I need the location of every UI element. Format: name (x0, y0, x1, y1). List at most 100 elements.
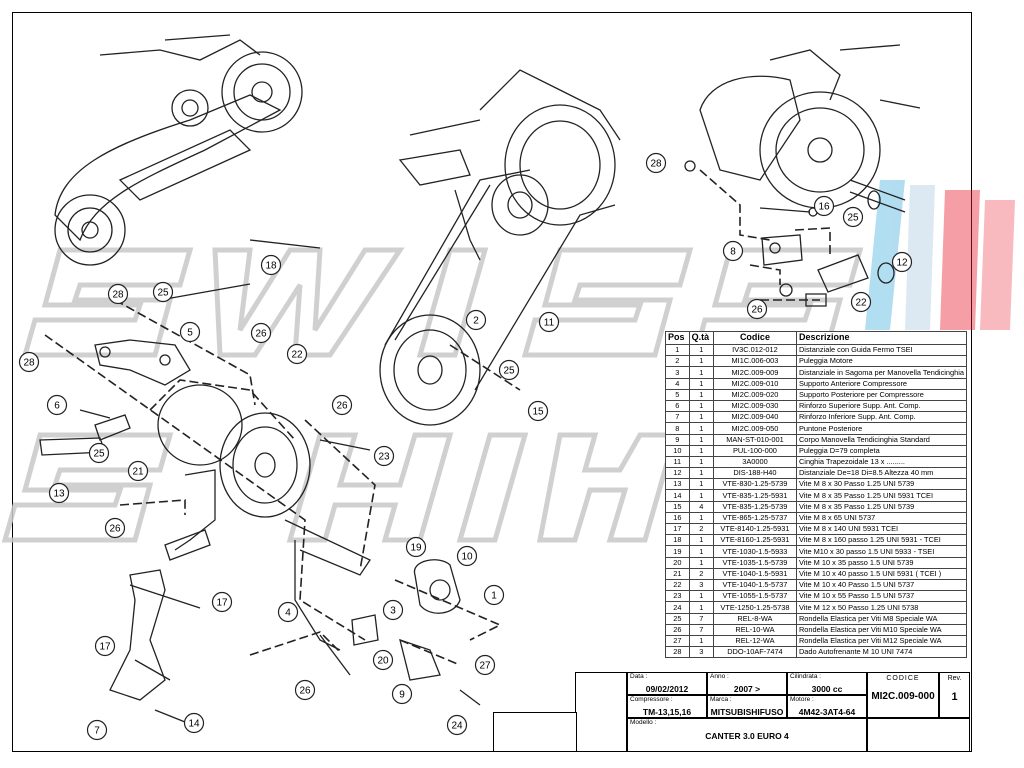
cell-code: MI2C.009-009 (712, 366, 797, 379)
cell-code: VTE-1030-1.5-5933 (712, 545, 797, 558)
callout-25: 25 (842, 206, 864, 228)
cell-code: VTE-1040-1.5-5931 (712, 567, 797, 580)
model-label: Modello : (630, 719, 657, 726)
cell-code: MI1C.006-003 (712, 355, 797, 368)
cell-desc: Vite M 8 x 140 UNI 5931 TCEI (795, 522, 968, 536)
callout-circle (48, 482, 70, 504)
cell-code: 3A0000 (712, 455, 797, 469)
callout-number: 19 (410, 543, 422, 554)
callout-circle (107, 283, 129, 305)
cell-desc: Distanziale in Sagoma per Manovella Tend… (795, 366, 968, 379)
callout-number: 18 (265, 261, 277, 272)
callout-circle (277, 601, 299, 623)
callout-26: 26 (104, 517, 126, 539)
callout-number: 6 (54, 401, 60, 412)
cell-desc: Vite M 8 x 65 UNI 5737 (795, 511, 968, 525)
cell-code: MI2C.009-010 (712, 377, 797, 390)
cell-desc: Vite M 8 x 160 passo 1.25 UNI 5931 - TCE… (795, 534, 968, 547)
callout-circle (294, 679, 316, 701)
callout-circle (391, 683, 413, 705)
callout-number: 20 (377, 656, 389, 667)
callout-number: 26 (336, 401, 348, 412)
cell-qty: 2 (688, 567, 714, 580)
cell-pos: 11 (665, 455, 690, 469)
cell-pos: 18 (665, 534, 690, 547)
compressor-cell: Compressore : TM-13,15,16 (627, 695, 707, 718)
callout-number: 25 (503, 366, 515, 377)
cell-code: DIS-188-H40 (712, 467, 797, 480)
date-cell: Data : 09/02/2012 (627, 672, 707, 695)
cell-qty: 1 (688, 556, 714, 569)
cell-qty: 1 (688, 366, 714, 379)
cell-code: MI2C.009-050 (712, 422, 797, 435)
cell-pos: 10 (665, 444, 690, 457)
model-value: CANTER 3.0 EURO 4 (705, 731, 789, 741)
cell-code: VTE-1035-1.5-5739 (712, 556, 797, 569)
callout-8: 8 (722, 240, 744, 262)
code-value: MI2C.009-000 (871, 691, 935, 702)
callout-number: 25 (157, 288, 169, 299)
callout-11: 11 (538, 311, 560, 333)
cell-qty: 1 (688, 478, 714, 491)
code-cell: CODICE MI2C.009-000 (867, 672, 939, 718)
brand-value: MITSUBISHIFUSO (710, 707, 784, 717)
compressor-label: Compressore : (630, 696, 673, 703)
callout-12: 12 (891, 251, 913, 273)
code-label: CODICE (886, 675, 920, 682)
assembly-view-top-right (684, 44, 921, 307)
callout-25: 25 (88, 442, 110, 464)
callout-circle (331, 394, 353, 416)
title-block: Data : 09/02/2012 Anno : 2007 > Cilindra… (493, 672, 970, 752)
cell-code: IV3C.012-012 (712, 343, 797, 357)
callout-number: 28 (650, 159, 662, 170)
date-label: Data : (630, 673, 648, 680)
callout-26: 26 (250, 322, 272, 344)
assembly-view-top-center (249, 69, 621, 426)
cell-qty: 3 (688, 578, 714, 592)
callout-15: 15 (527, 400, 549, 422)
cell-desc: Rondella Elastica per Viti M8 Speciale W… (795, 612, 968, 625)
header-pos: Pos (665, 331, 690, 345)
cell-code: REL-12-WA (712, 634, 797, 648)
cell-desc: Vite M 8 x 35 Passo 1.25 UNI 5739 (795, 500, 968, 513)
cell-qty: 7 (688, 612, 714, 625)
cell-desc: Vite M 10 x 35 passo 1.5 UNI 5739 (795, 556, 968, 569)
cell-pos: 7 (665, 411, 690, 424)
cell-pos: 22 (665, 578, 690, 592)
cell-desc: Puleggia Motore (795, 355, 968, 368)
callout-24: 24 (446, 714, 468, 736)
callout-number: 1 (491, 591, 497, 602)
callout-4: 4 (277, 601, 299, 623)
cell-pos: 6 (665, 399, 690, 413)
cell-desc: Vite M 10 x 40 Passo 1.5 UNI 5737 (795, 578, 968, 592)
cell-qty: 1 (688, 355, 714, 368)
assembly-view-top-left (54, 34, 303, 266)
callout-26: 26 (294, 679, 316, 701)
assembly-view-exploded (39, 283, 481, 723)
callout-26: 26 (331, 394, 353, 416)
cell-qty: 1 (688, 433, 714, 446)
cell-code: VTE-835-1.25-5739 (712, 500, 797, 513)
callout-number: 3 (390, 606, 396, 617)
callout-1: 1 (483, 584, 505, 606)
cell-qty: 1 (688, 590, 714, 603)
callout-6: 6 (46, 394, 68, 416)
callout-5: 5 (179, 321, 201, 343)
cell-pos: 25 (665, 612, 690, 625)
callout-circle (88, 442, 110, 464)
cell-pos: 26 (665, 623, 690, 636)
cell-pos: 23 (665, 590, 690, 603)
cell-desc: Rondella Elastica per Viti M12 Speciale … (795, 634, 968, 648)
revision-cell: Rev. 1 (939, 672, 970, 718)
